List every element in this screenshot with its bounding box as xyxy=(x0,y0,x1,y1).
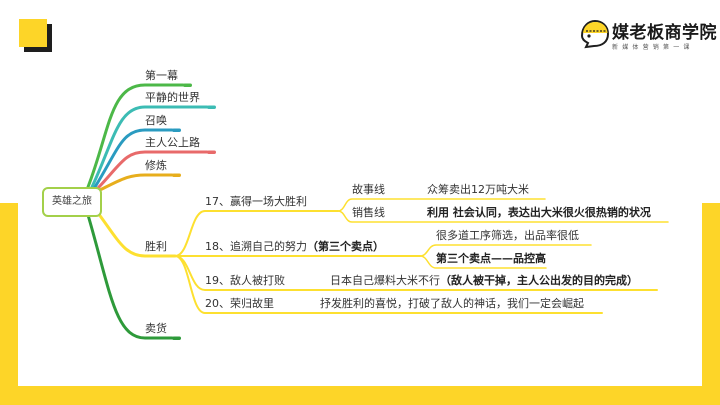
node-18-bold: （第三个卖点） xyxy=(307,240,384,253)
corner-decoration xyxy=(19,19,47,47)
branch-departure[interactable]: 主人公上路 xyxy=(145,136,200,149)
branch-victory[interactable]: 胜利 xyxy=(145,240,167,253)
node-17[interactable]: 17、赢得一场大胜利 xyxy=(205,195,307,208)
node-sales-line-detail[interactable]: 利用 社会认同，表达出大米很火很热销的状况 xyxy=(427,206,651,219)
node-18-detail-1[interactable]: 很多道工序筛选，出品率很低 xyxy=(436,229,579,242)
node-story-line-detail[interactable]: 众筹卖出12万吨大米 xyxy=(427,183,529,196)
branch-training[interactable]: 修炼 xyxy=(145,159,167,172)
branch-sell[interactable]: 卖货 xyxy=(145,322,167,335)
content-panel xyxy=(18,0,702,386)
node-19-detail-bold: （敌人被干掉，主人公出发的目的完成） xyxy=(440,274,638,287)
node-19-detail[interactable]: 日本自己爆料大米不行（敌人被干掉，主人公出发的目的完成） xyxy=(330,274,638,288)
yellow-band-right xyxy=(702,203,720,405)
yellow-band-left xyxy=(0,203,18,405)
brand-subtitle: 新媒体营销第一课 xyxy=(612,44,694,51)
node-story-line[interactable]: 故事线 xyxy=(352,183,385,196)
brand-logo: 媒老板商学院 新媒体营销第一课 xyxy=(578,16,717,52)
node-18-label: 18、追溯自己的努力 xyxy=(205,240,307,253)
mascot-icon xyxy=(580,19,610,49)
node-sales-line[interactable]: 销售线 xyxy=(352,206,385,219)
branch-first-act[interactable]: 第一幕 xyxy=(145,69,178,82)
brand-title: 媒老板商学院 xyxy=(612,23,717,43)
branch-call[interactable]: 召唤 xyxy=(145,114,167,127)
node-20-detail[interactable]: 抒发胜利的喜悦，打破了敌人的神话，我们一定会崛起 xyxy=(320,297,584,310)
node-18[interactable]: 18、追溯自己的努力（第三个卖点） xyxy=(205,240,384,254)
yellow-band-bottom xyxy=(0,386,720,405)
collapse-marker xyxy=(183,83,192,87)
node-19-detail-text: 日本自己爆料大米不行 xyxy=(330,274,440,287)
root-node[interactable]: 英雄之旅 xyxy=(42,187,102,217)
branch-ordinary-world[interactable]: 平静的世界 xyxy=(145,91,200,104)
node-18-detail-2[interactable]: 第三个卖点——品控高 xyxy=(436,252,546,265)
node-19[interactable]: 19、敌人被打败 xyxy=(205,274,285,287)
node-20[interactable]: 20、荣归故里 xyxy=(205,297,274,310)
